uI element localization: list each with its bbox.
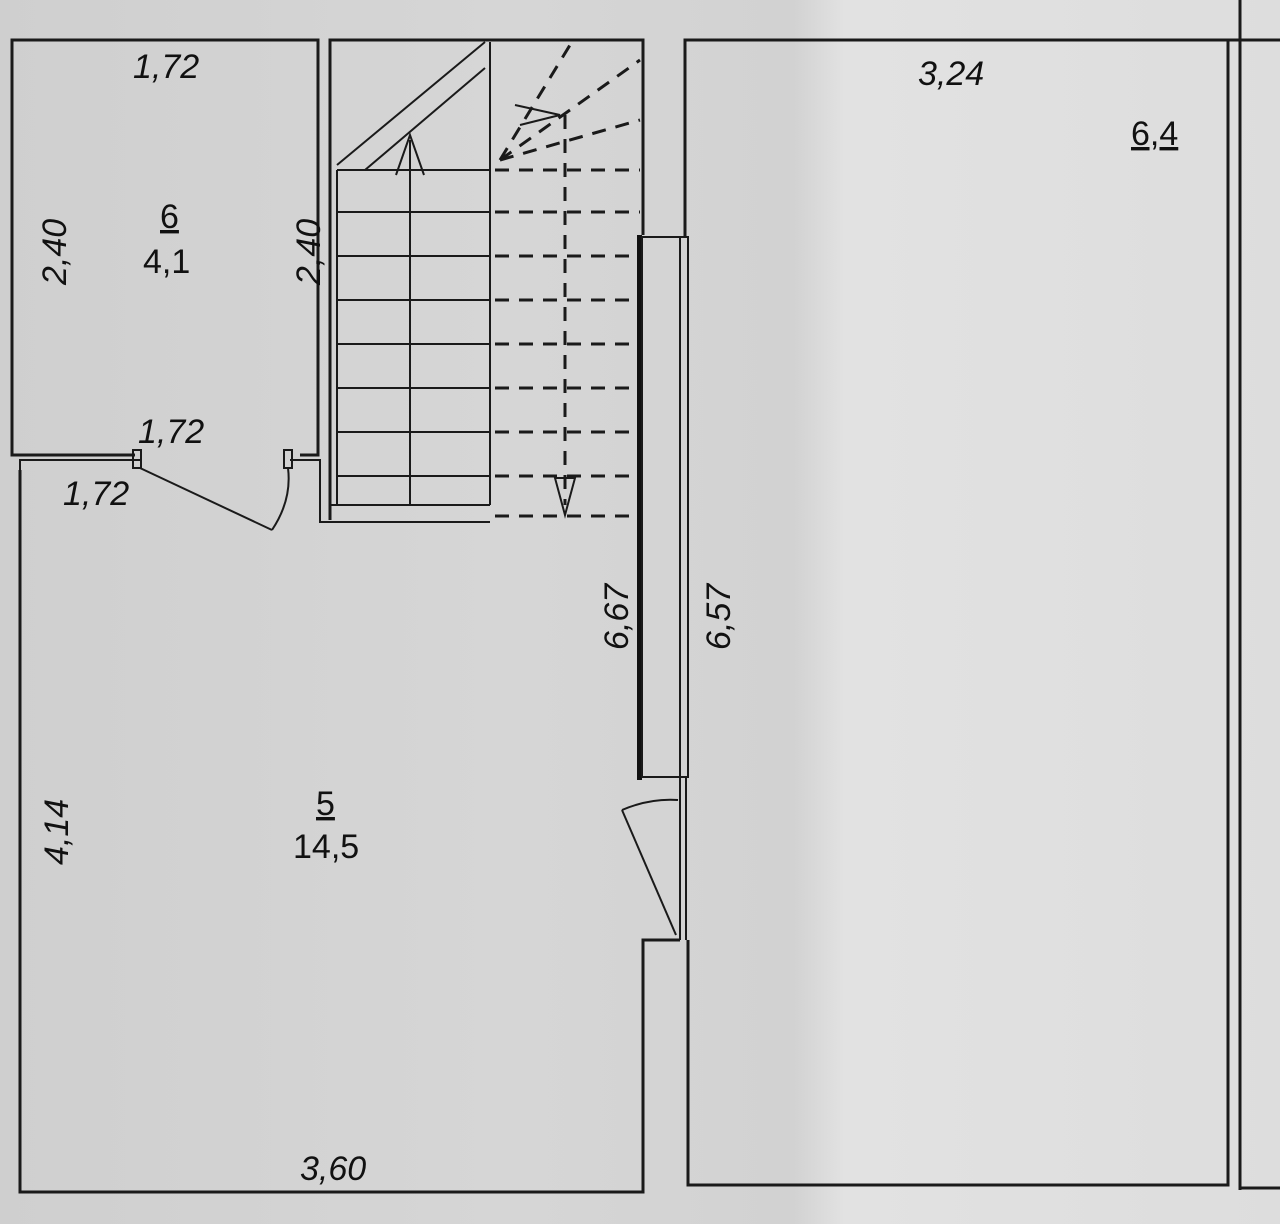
room-6-4-walls	[683, 0, 1280, 1190]
door-swing-room-6	[139, 467, 290, 531]
door-swing-room-5	[621, 798, 679, 936]
dim-room6-left: 2,40	[36, 219, 74, 286]
dim-room5-bottom: 3,60	[300, 1150, 366, 1188]
dim-partition-left: 6,67	[598, 583, 636, 650]
dim-partition-right: 6,57	[700, 583, 738, 650]
room-5-walls	[18, 470, 680, 1194]
room-5-number: 5	[316, 785, 335, 823]
dim-room6-right: 2,40	[290, 219, 328, 286]
room-6-area: 4,1	[143, 243, 190, 281]
room-6-walls	[10, 38, 490, 523]
dim-room6-bottom: 1,72	[138, 413, 204, 451]
staircase	[328, 38, 645, 520]
room-5-area: 14,5	[293, 828, 359, 866]
dim-room6-top: 1,72	[133, 48, 199, 86]
dim-room5-top: 1,72	[63, 475, 129, 513]
room-6-number: 6	[160, 198, 179, 236]
partition-wall	[637, 235, 689, 940]
room-6-4-number: 6,4	[1131, 115, 1178, 153]
dim-room5-left: 4,14	[38, 799, 76, 865]
dim-room64-top: 3,24	[918, 55, 984, 93]
